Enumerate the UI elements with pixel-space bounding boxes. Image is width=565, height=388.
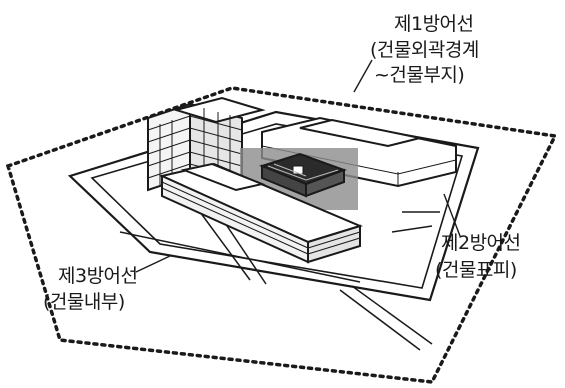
leader-line-3 xyxy=(135,255,171,273)
defense-line-2-title: 제2방어선 xyxy=(441,232,521,254)
defense-line-1-title: 제1방어선 xyxy=(394,13,474,35)
defense-line-3-title: 제3방어선 xyxy=(58,265,138,287)
defense-line-3-subtitle: (건물내부) xyxy=(43,291,125,313)
defense-line-1-subtitle-cont: ~건물부지) xyxy=(374,64,465,86)
building-center xyxy=(259,152,347,198)
leader-lines xyxy=(135,59,461,273)
defense-line-1-subtitle: (건물외곽경계 xyxy=(370,39,479,61)
leader-line-2 xyxy=(443,193,461,237)
building-front-long xyxy=(158,162,363,264)
defense-line-1-boundary xyxy=(5,86,558,384)
leader-line-1 xyxy=(353,59,373,93)
defense-line-2-subtitle: (건물표피) xyxy=(435,259,517,281)
